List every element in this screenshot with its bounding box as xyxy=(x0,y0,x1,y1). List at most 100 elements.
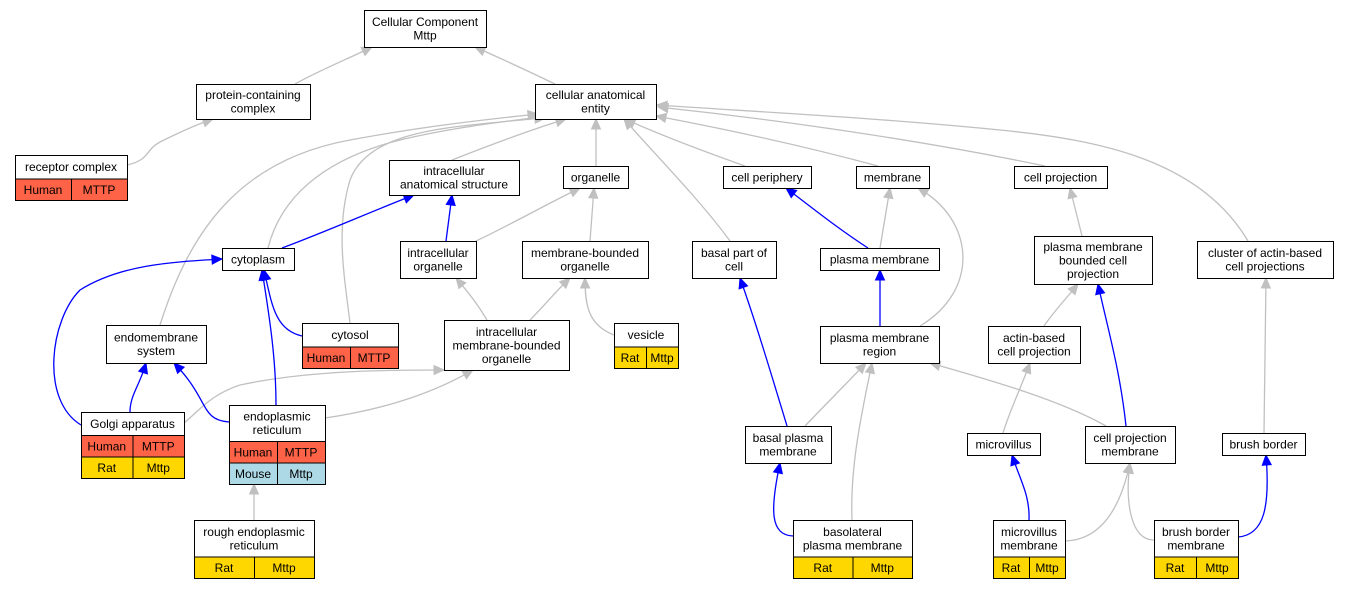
node-label: cell projection xyxy=(997,345,1070,359)
node-label: organelle xyxy=(571,170,621,184)
node-label: cell projection xyxy=(1024,170,1097,184)
arrowhead xyxy=(1261,453,1273,466)
species-label: Human xyxy=(87,439,126,453)
node-label: cell xyxy=(725,260,743,274)
node-label: complex xyxy=(231,102,276,116)
node-membrane[interactable]: membrane xyxy=(856,166,930,189)
node-label: Cellular Component xyxy=(372,15,479,29)
node-cell-projection[interactable]: cell projection xyxy=(1014,166,1108,189)
node-label: entity xyxy=(581,102,610,116)
arrowhead xyxy=(1260,276,1272,289)
arrowhead xyxy=(137,361,149,375)
species-label: Human xyxy=(234,445,273,459)
species-label: Rat xyxy=(813,561,832,575)
edge-int_organelle-to-ias xyxy=(445,193,456,242)
arrowhead xyxy=(883,186,894,200)
edge-er-to-cytoplasm xyxy=(258,268,277,406)
node-label: cluster of actin-based xyxy=(1208,246,1322,260)
node-label: reticulum xyxy=(253,423,302,437)
edge-protein_complex-to-root xyxy=(294,46,374,85)
gene-label: Mttp xyxy=(147,461,171,475)
edge-bb_membrane-to-cpm xyxy=(1123,461,1155,541)
edge-basolateral-to-basal_pm xyxy=(772,461,794,537)
node-label: intracellular xyxy=(407,246,468,260)
node-label: receptor complex xyxy=(25,160,117,174)
edge-cell_periphery-to-cae xyxy=(623,118,746,167)
node-cell-periphery[interactable]: cell periphery xyxy=(723,166,812,189)
node-label: plasma membrane xyxy=(803,538,903,552)
arrowhead xyxy=(916,187,930,198)
arrowhead xyxy=(527,109,540,121)
edge-actin_cp-to-pmbcp xyxy=(1043,283,1079,327)
node-label: cell projections xyxy=(1225,260,1304,274)
edge-cytosol-to-cytoplasm xyxy=(261,268,303,337)
gene-label: Mttp xyxy=(871,561,895,575)
node-label: plasma membrane xyxy=(1043,240,1143,254)
edge-vesicle-to-mbo xyxy=(579,276,615,336)
species-label: Rat xyxy=(621,351,640,365)
node-cytoplasm[interactable]: cytoplasm xyxy=(222,248,295,271)
edge-imbo-to-int_organelle xyxy=(455,277,488,321)
edge-ias-to-cae xyxy=(451,117,568,161)
node-label: Golgi apparatus xyxy=(90,417,175,431)
species-label: Rat xyxy=(97,461,116,475)
species-label: Rat xyxy=(1166,561,1185,575)
edge-pmr-to-plasma_membrane xyxy=(874,268,886,326)
node-label: membrane-bounded xyxy=(531,246,639,260)
node-label: vesicle xyxy=(628,328,665,342)
arrowhead xyxy=(173,362,186,375)
gene-label: MTTP xyxy=(358,351,391,365)
node-label: microvillus xyxy=(975,437,1031,451)
gene-label: MTTP xyxy=(142,439,175,453)
species-label: Mouse xyxy=(235,467,271,481)
arrowhead xyxy=(258,268,269,282)
edge-basal_part-to-cae xyxy=(623,118,731,242)
arrowhead xyxy=(1021,361,1032,375)
arrowhead xyxy=(587,186,599,199)
node-label: organelle xyxy=(482,352,532,366)
node-plasma-membrane[interactable]: plasma membrane xyxy=(820,248,940,271)
arrowhead xyxy=(211,254,224,265)
node-brush-border[interactable]: brush border xyxy=(1222,433,1306,456)
node-label: brush border xyxy=(1229,437,1297,451)
node-label: cell projection xyxy=(1093,431,1166,445)
node-microvillus[interactable]: microvillus xyxy=(967,433,1041,456)
edge-cell_projection-to-cae xyxy=(656,102,1046,167)
edge-golgi-to-imbo xyxy=(183,364,446,424)
arrowhead xyxy=(854,362,867,375)
species-label: Human xyxy=(307,351,346,365)
node-label: actin-based xyxy=(1003,331,1065,345)
edge-er-to-endomembrane xyxy=(173,362,230,423)
node-label: membrane xyxy=(1000,538,1058,552)
node-label: endomembrane xyxy=(114,331,198,345)
gene-label: Mttp xyxy=(289,467,313,481)
node-label: Mttp xyxy=(413,29,437,43)
node-organelle[interactable]: organelle xyxy=(563,166,629,189)
node-label: organelle xyxy=(560,260,610,274)
arrowhead xyxy=(864,361,876,375)
